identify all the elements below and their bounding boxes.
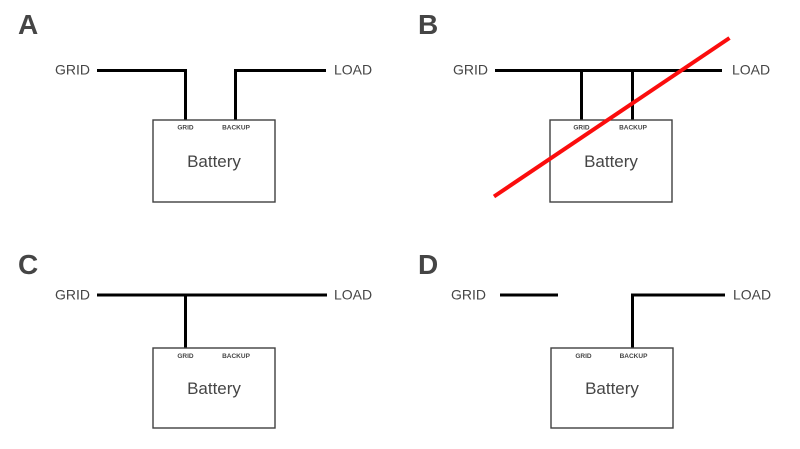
terminal-backup-label: BACKUP — [619, 125, 647, 132]
load-wire — [631, 293, 725, 348]
battery-label: Battery — [187, 152, 241, 171]
panel-b: B GRID LOAD GRID BACKUP Battery — [418, 9, 770, 203]
load-node-label: LOAD — [732, 62, 770, 78]
terminal-backup-label: BACKUP — [222, 125, 250, 132]
battery-box — [152, 119, 276, 203]
terminal-backup-label: BACKUP — [222, 353, 250, 360]
panel-letter: D — [418, 249, 438, 280]
panel-a: A GRID LOAD GRID BACKUP Battery — [18, 9, 372, 203]
battery-label: Battery — [187, 379, 241, 398]
battery-label: Battery — [585, 379, 639, 398]
battery-box — [152, 347, 276, 429]
terminal-grid-label: GRID — [573, 125, 590, 132]
grid-wire — [97, 69, 187, 120]
grid-node-label: GRID — [453, 62, 488, 78]
cross-out-line — [492, 36, 731, 199]
panel-letter: B — [418, 9, 438, 40]
panel-letter: C — [18, 249, 38, 280]
panel-c: C GRID LOAD GRID BACKUP Battery — [18, 249, 372, 429]
panel-d: D GRID LOAD GRID BACKUP Battery — [418, 249, 771, 429]
battery-label: Battery — [584, 152, 638, 171]
grid-node-label: GRID — [55, 287, 90, 303]
terminal-backup-label: BACKUP — [620, 353, 648, 360]
terminal-grid-label: GRID — [177, 353, 194, 360]
battery-box — [550, 347, 674, 429]
panel-letter: A — [18, 9, 38, 40]
terminal-grid-label: GRID — [177, 125, 194, 132]
grid-node-label: GRID — [451, 287, 486, 303]
load-node-label: LOAD — [334, 287, 372, 303]
load-wire — [234, 69, 326, 120]
grid-node-label: GRID — [55, 62, 90, 78]
load-node-label: LOAD — [733, 287, 771, 303]
load-node-label: LOAD — [334, 62, 372, 78]
terminal-grid-label: GRID — [575, 353, 592, 360]
